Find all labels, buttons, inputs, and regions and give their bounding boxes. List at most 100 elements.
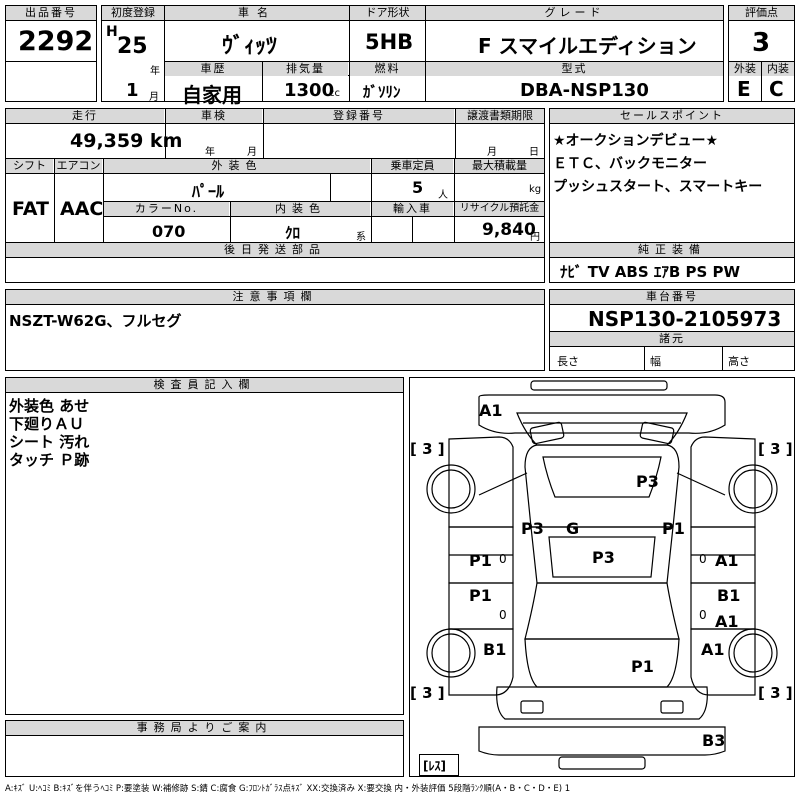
chassis-label: 車台番号 bbox=[550, 290, 794, 304]
color-label: 外装色 bbox=[104, 159, 370, 173]
vehicle-info-box bbox=[101, 5, 724, 102]
damage-marker-a1-right-quarter: A1 bbox=[701, 640, 725, 659]
shift-label: シフト bbox=[6, 159, 53, 173]
inspector-line-2: 下廻りＡＵ bbox=[9, 415, 85, 433]
history-label: 車歴 bbox=[165, 62, 262, 76]
transfer-month-unit: 月 bbox=[487, 147, 497, 158]
lot-box bbox=[5, 5, 97, 102]
color-no-label: カラーNo. bbox=[104, 202, 229, 216]
recycle-label: リサイクル預託金 bbox=[455, 202, 544, 216]
ac: AAC bbox=[60, 198, 104, 220]
ac-label: エアコン bbox=[55, 159, 102, 173]
inspection-label: 車検 bbox=[166, 109, 262, 123]
displacement: 1300 bbox=[284, 80, 335, 101]
capacity-unit: 人 bbox=[438, 190, 448, 201]
height-label: 高さ bbox=[728, 355, 750, 368]
lot-number: 2292 bbox=[18, 26, 94, 57]
damage-marker-p1-right-pillar: P1 bbox=[662, 519, 685, 538]
reg-month: 1 bbox=[126, 80, 139, 101]
int-color-unit: 系 bbox=[356, 232, 366, 243]
model: DBA-NSP130 bbox=[520, 80, 649, 101]
tire-tread-rear-left: [ 3 ] bbox=[410, 684, 445, 702]
chassis-box bbox=[549, 289, 795, 371]
mirror-mark-left-1: 0 bbox=[499, 552, 507, 566]
model-label: 型式 bbox=[426, 62, 723, 76]
damage-marker-a1-front: A1 bbox=[479, 401, 503, 420]
era-mark: H bbox=[106, 24, 118, 40]
equipment-label: 純正装備 bbox=[550, 243, 794, 257]
office-label: 事務局よりご案内 bbox=[6, 721, 403, 735]
tire-tread-front-left: [ 3 ] bbox=[410, 440, 445, 458]
exterior-grade: E bbox=[737, 77, 751, 101]
sales-line-1: ★オークションデビュー★ bbox=[553, 133, 719, 149]
car-diagram bbox=[409, 377, 795, 777]
inspector-label: 検査員記入欄 bbox=[6, 378, 403, 392]
lot-label: 出品番号 bbox=[6, 6, 96, 20]
sales-line-3: プッシュスタート、スマートキー bbox=[553, 179, 763, 195]
load-label: 最大積載量 bbox=[455, 159, 544, 173]
damage-marker-a1-right-rear-door: A1 bbox=[715, 612, 739, 631]
year-unit: 年 bbox=[150, 66, 160, 77]
car-name: ｳﾞｨｯﾂ bbox=[222, 34, 278, 59]
interior-grade: C bbox=[769, 77, 784, 101]
mirror-mark-right-1: 0 bbox=[699, 552, 707, 566]
int-color-label: 内装色 bbox=[231, 202, 370, 216]
spec-box bbox=[5, 108, 545, 283]
shift: FAT bbox=[12, 198, 49, 220]
damage-marker-b1-left-quarter: B1 bbox=[483, 640, 507, 659]
width-label: 幅 bbox=[650, 355, 661, 368]
equipment: ﾅﾋﾞ TV ABS ｴｱB PS PW bbox=[560, 263, 741, 281]
chassis-number: NSP130-2105973 bbox=[588, 307, 782, 331]
sales-label: セールスポイント bbox=[550, 109, 794, 123]
transfer-day-unit: 日 bbox=[529, 147, 539, 158]
damage-marker-p1-left-rear-door: P1 bbox=[469, 586, 492, 605]
inspector-line-1: 外装色 あせ bbox=[9, 397, 90, 415]
transfer-label: 譲渡書類期限 bbox=[456, 109, 544, 123]
damage-marker-b1-right-rear-door: B1 bbox=[717, 586, 741, 605]
color: ﾊﾟｰﾙ bbox=[192, 182, 225, 201]
inspector-line-4: タッチ Ｐ跡 bbox=[9, 451, 90, 469]
door-label: ドア形状 bbox=[350, 6, 425, 20]
mirror-mark-right-2: 0 bbox=[699, 608, 707, 622]
interior-label: 内装 bbox=[762, 62, 794, 76]
fuel-label: 燃料 bbox=[350, 62, 425, 76]
color-no: 070 bbox=[152, 222, 186, 241]
grade-label: グレード bbox=[426, 6, 723, 20]
recycle-unit: 円 bbox=[530, 232, 540, 243]
load-unit: kg bbox=[529, 184, 542, 195]
recycle: 9,840 bbox=[482, 220, 536, 240]
spare-tire-less: [ﾚｽ] bbox=[423, 759, 446, 773]
damage-marker-p3-roof: P3 bbox=[592, 548, 615, 567]
int-color: ｸﾛ bbox=[285, 224, 301, 242]
mileage-label: 走行 bbox=[6, 109, 164, 123]
mirror-mark-left-2: 0 bbox=[499, 608, 507, 622]
displacement-unit: cc bbox=[329, 88, 340, 99]
history: 自家用 bbox=[182, 83, 242, 107]
first-reg-label: 初度登録 bbox=[102, 6, 164, 20]
notes-label: 注意事項欄 bbox=[6, 290, 544, 304]
displacement-label: 排気量 bbox=[263, 62, 348, 76]
sales-box bbox=[549, 108, 795, 283]
dims-label: 諸元 bbox=[550, 332, 794, 346]
reg-year: 25 bbox=[117, 34, 148, 59]
exterior-label: 外装 bbox=[729, 62, 761, 76]
notes-box bbox=[5, 289, 545, 371]
notes: NSZT-W62G、フルセグ bbox=[9, 312, 182, 330]
month-unit: 月 bbox=[149, 92, 159, 103]
damage-marker-b3-rear-bumper: B3 bbox=[702, 731, 726, 750]
car-outline bbox=[426, 380, 778, 770]
insp-year-unit: 年 bbox=[205, 147, 215, 158]
capacity-label: 乗車定員 bbox=[372, 159, 453, 173]
door-type: 5HB bbox=[365, 30, 414, 54]
legend: A:ｷｽﾞ U:ﾍｺﾐ B:ｷｽﾞを伴うﾍｺﾐ P:要塗装 W:補修跡 S:錆 … bbox=[5, 784, 571, 794]
grade: F スマイルエディション bbox=[478, 34, 697, 58]
damage-marker-p1-trunk: P1 bbox=[631, 657, 654, 676]
sales-line-2: ＥＴＣ、バックモニター bbox=[553, 156, 707, 172]
length-label: 長さ bbox=[557, 355, 579, 368]
spare-tire-box bbox=[419, 754, 459, 776]
tire-tread-front-right: [ 3 ] bbox=[758, 440, 793, 458]
office-box bbox=[5, 720, 404, 777]
damage-marker-a1-right-front-door: A1 bbox=[715, 551, 739, 570]
damage-marker-p3-hood: P3 bbox=[636, 472, 659, 491]
later-parts-label: 後日発送部品 bbox=[6, 243, 544, 257]
